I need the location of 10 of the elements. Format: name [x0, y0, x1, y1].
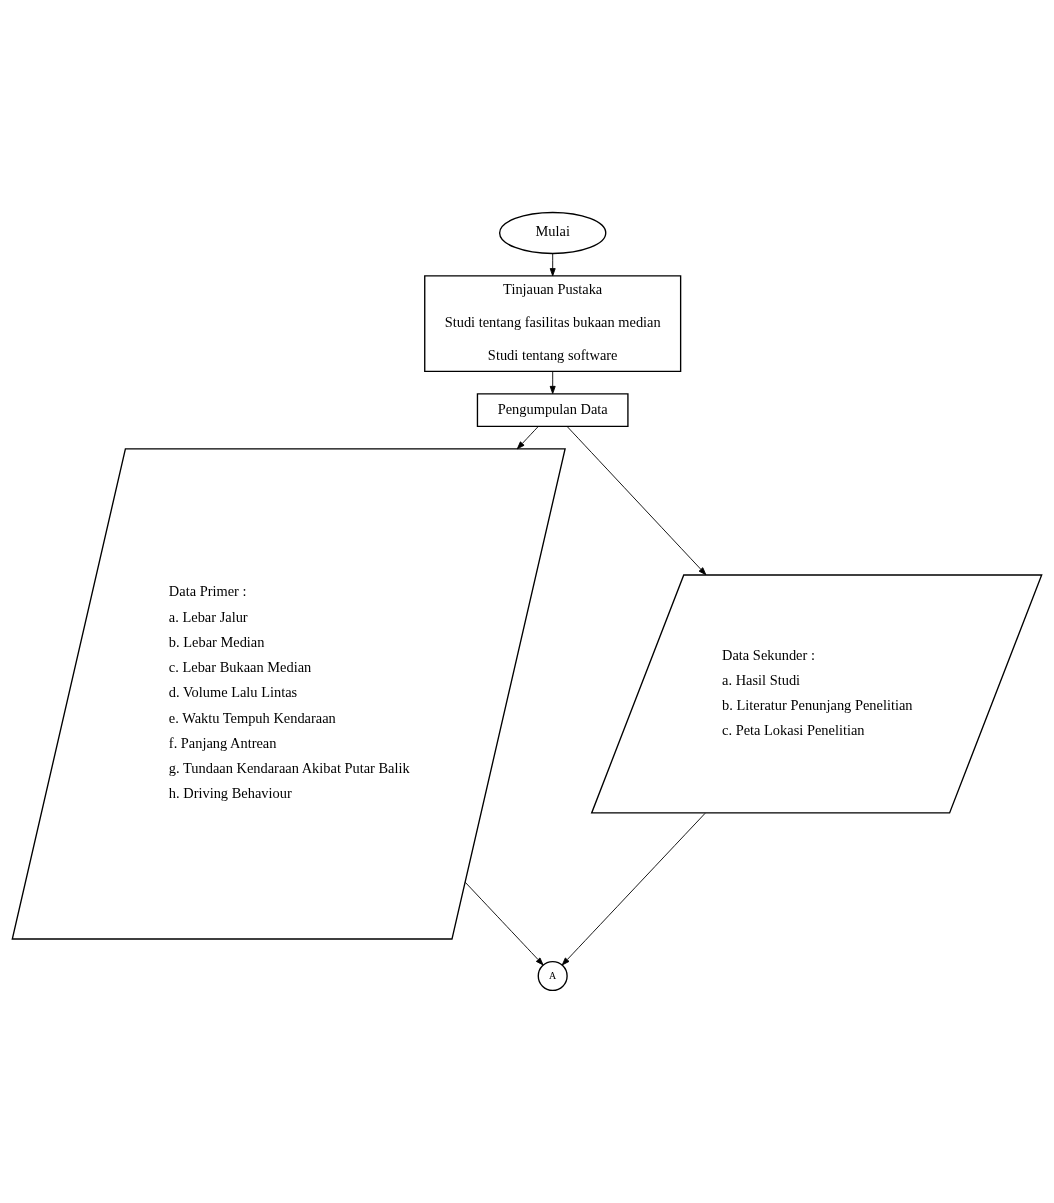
arrow	[516, 426, 539, 450]
node-ellipse: Mulai	[498, 211, 607, 255]
arrow	[566, 426, 707, 576]
arrow	[549, 253, 556, 277]
node-circle: A	[537, 960, 568, 992]
arrow	[549, 371, 556, 394]
arrow	[464, 881, 544, 966]
arrow	[561, 812, 706, 966]
node-box: Pengumpulan Data	[476, 393, 629, 428]
node-box: Tinjauan Pustaka Studi tentang fasilitas bukaan median Studi tentang software	[424, 275, 682, 373]
